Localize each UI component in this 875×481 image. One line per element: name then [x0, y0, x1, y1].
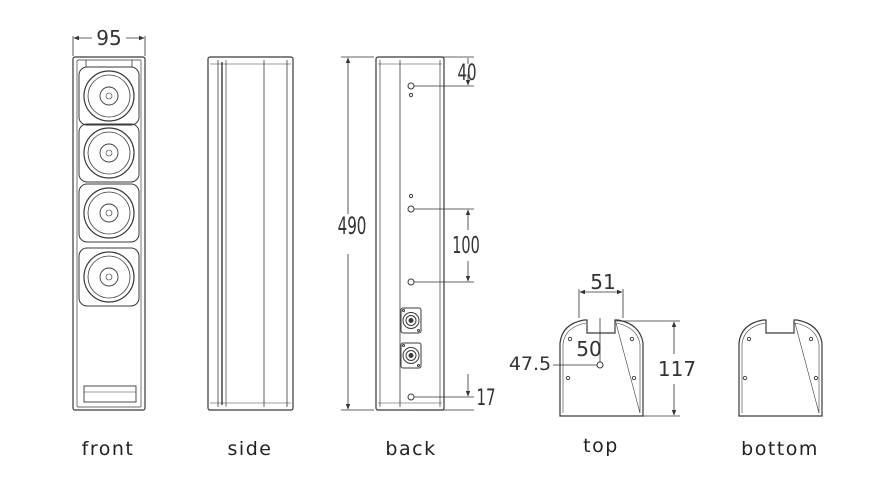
side-view: [207, 56, 294, 411]
speakon-connector-2: [400, 342, 422, 369]
dimension-height-label: 490: [338, 211, 367, 240]
speakon-connector-1: [400, 307, 422, 334]
dimension-mount-spacing-label: 100: [452, 231, 479, 259]
woofer-driver-3: [78, 183, 140, 243]
back-view: [375, 56, 445, 411]
dimension-center-x-label: 47.5: [509, 353, 551, 375]
caption-bottom: bottom: [741, 438, 819, 460]
bottom-view: [738, 319, 823, 417]
dimension-slot-width-label: 51: [590, 270, 615, 294]
mount-hole: [407, 393, 415, 401]
woofer-driver-1: [78, 66, 140, 126]
mount-hole: [407, 278, 415, 286]
dimension-bottom-offset-label: 17: [476, 386, 495, 411]
dimension-center-y-label: 50: [576, 337, 601, 361]
top-view-dimension-lines: [553, 289, 680, 417]
dimension-depth-label: 117: [658, 357, 696, 381]
dimension-top-offset-label: 40: [457, 61, 476, 86]
top-view: [559, 319, 644, 417]
woofer-driver-2: [78, 123, 140, 183]
dimension-width-label: 95: [96, 26, 121, 50]
front-width-dimension: [72, 35, 146, 56]
height-dimension: [341, 56, 374, 411]
caption-top: top: [583, 435, 619, 457]
mount-hole: [407, 205, 415, 213]
woofer-driver-4: [78, 247, 140, 307]
front-view: [72, 56, 146, 411]
mount-hole: [407, 82, 415, 90]
back-dimension-lines: [414, 56, 474, 411]
caption-front: front: [81, 438, 135, 460]
caption-side: side: [227, 438, 273, 460]
caption-back: back: [385, 438, 437, 460]
